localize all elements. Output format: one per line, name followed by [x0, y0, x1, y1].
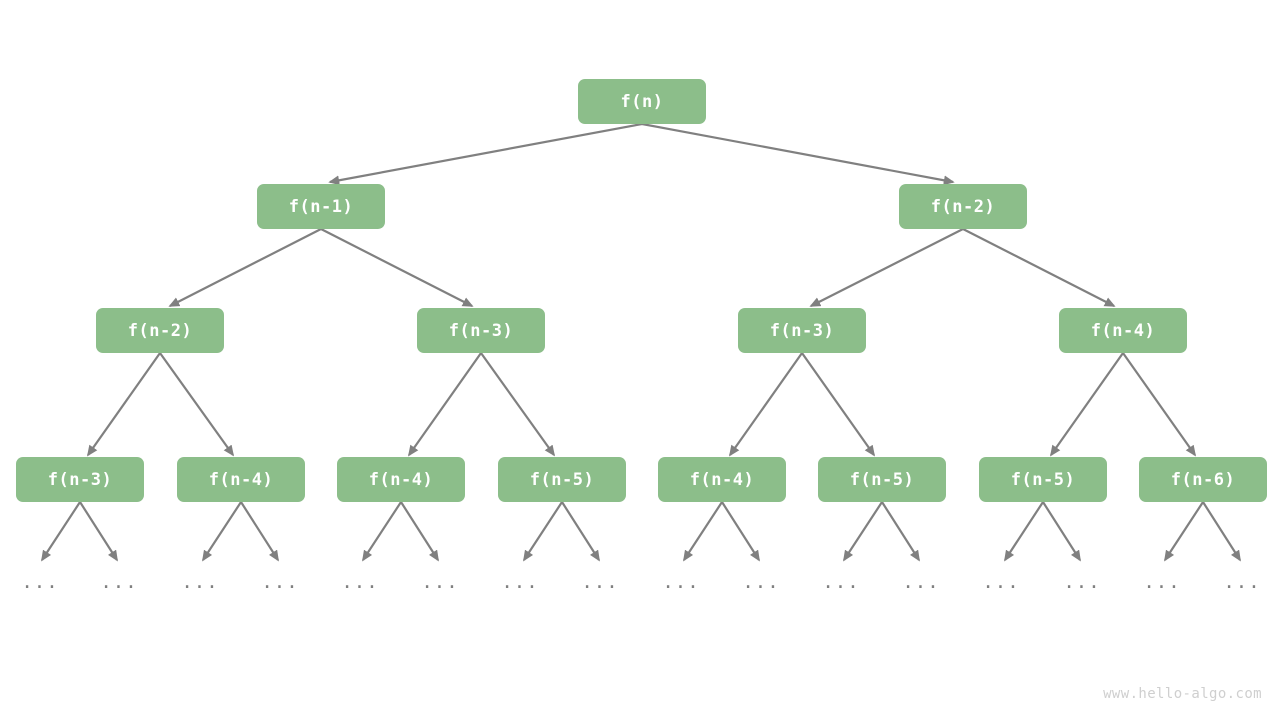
ellipsis-marker: ...: [581, 571, 619, 593]
tree-edge-arrow: [728, 352, 803, 457]
ellipsis-marker: ...: [822, 571, 860, 593]
leaf-edge-arrow: [523, 501, 563, 562]
tree-edge-arrow: [480, 352, 556, 457]
tree-edges: [86, 122, 1197, 457]
ellipsis-marker: ...: [982, 571, 1020, 593]
leaf-edge-arrow: [79, 501, 118, 562]
tree-node: f(n-3): [417, 308, 545, 353]
leaf-edge-arrow: [41, 501, 81, 562]
tree-edge-arrow: [320, 228, 474, 307]
tree-edge-arrow: [809, 228, 964, 307]
tree-node: f(n-3): [16, 457, 144, 502]
leaf-edge-arrow: [683, 501, 723, 562]
leaf-edge-arrow: [202, 501, 242, 562]
tree-edge-arrow: [168, 228, 322, 307]
leaf-edge-arrow: [362, 501, 402, 562]
tree-edge-arrow: [962, 228, 1116, 307]
leaf-edge-arrow: [881, 501, 920, 562]
leaf-edge-arrow: [721, 501, 760, 562]
ellipsis-marker: ...: [902, 571, 940, 593]
leaf-edge-arrow: [843, 501, 883, 562]
tree-edge-arrow: [407, 352, 482, 457]
tree-edge-arrow: [801, 352, 876, 457]
leaf-edge-arrow: [240, 501, 279, 562]
tree-node: f(n-2): [899, 184, 1027, 229]
leaf-edge-arrow: [1164, 501, 1204, 562]
tree-edge-arrow: [86, 352, 161, 457]
tree-edge-arrow: [1122, 352, 1197, 457]
ellipsis-marker: ...: [742, 571, 780, 593]
watermark: www.hello-algo.com: [1103, 686, 1262, 702]
tree-node: f(n-1): [257, 184, 385, 229]
leaf-edge-arrow: [1042, 501, 1081, 562]
tree-node: f(n-5): [498, 457, 626, 502]
tree-node: f(n-6): [1139, 457, 1267, 502]
tree-node: f(n-2): [96, 308, 224, 353]
ellipsis-marker: ...: [100, 571, 138, 593]
leaf-edge-arrow: [1202, 501, 1241, 562]
tree-node: f(n-4): [1059, 308, 1187, 353]
ellipsis-marker: ...: [1223, 571, 1261, 593]
ellipsis-marker: ...: [341, 571, 379, 593]
tree-node: f(n): [578, 79, 706, 124]
ellipsis-marker: ...: [21, 571, 59, 593]
leaf-edge-arrow: [561, 501, 600, 562]
tree-node: f(n-4): [658, 457, 786, 502]
tree-node: f(n-3): [738, 308, 866, 353]
ellipsis-marker: ...: [1143, 571, 1181, 593]
ellipsis-marker: ...: [181, 571, 219, 593]
tree-node: f(n-5): [818, 457, 946, 502]
ellipsis-marker: ...: [421, 571, 459, 593]
tree-edge-arrow: [641, 122, 955, 186]
tree-node: f(n-4): [337, 457, 465, 502]
leaf-edge-arrow: [400, 501, 439, 562]
tree-edge-arrow: [328, 122, 643, 186]
ellipsis-marker: ...: [662, 571, 700, 593]
ellipsis-marker: ...: [261, 571, 299, 593]
ellipsis-marker: ...: [1063, 571, 1101, 593]
tree-edge-arrow: [159, 352, 235, 457]
tree-node: f(n-5): [979, 457, 1107, 502]
tree-node: f(n-4): [177, 457, 305, 502]
leaf-edges: [41, 501, 1241, 562]
ellipsis-marker: ...: [501, 571, 539, 593]
tree-edge-arrow: [1049, 352, 1124, 457]
leaf-edge-arrow: [1004, 501, 1044, 562]
